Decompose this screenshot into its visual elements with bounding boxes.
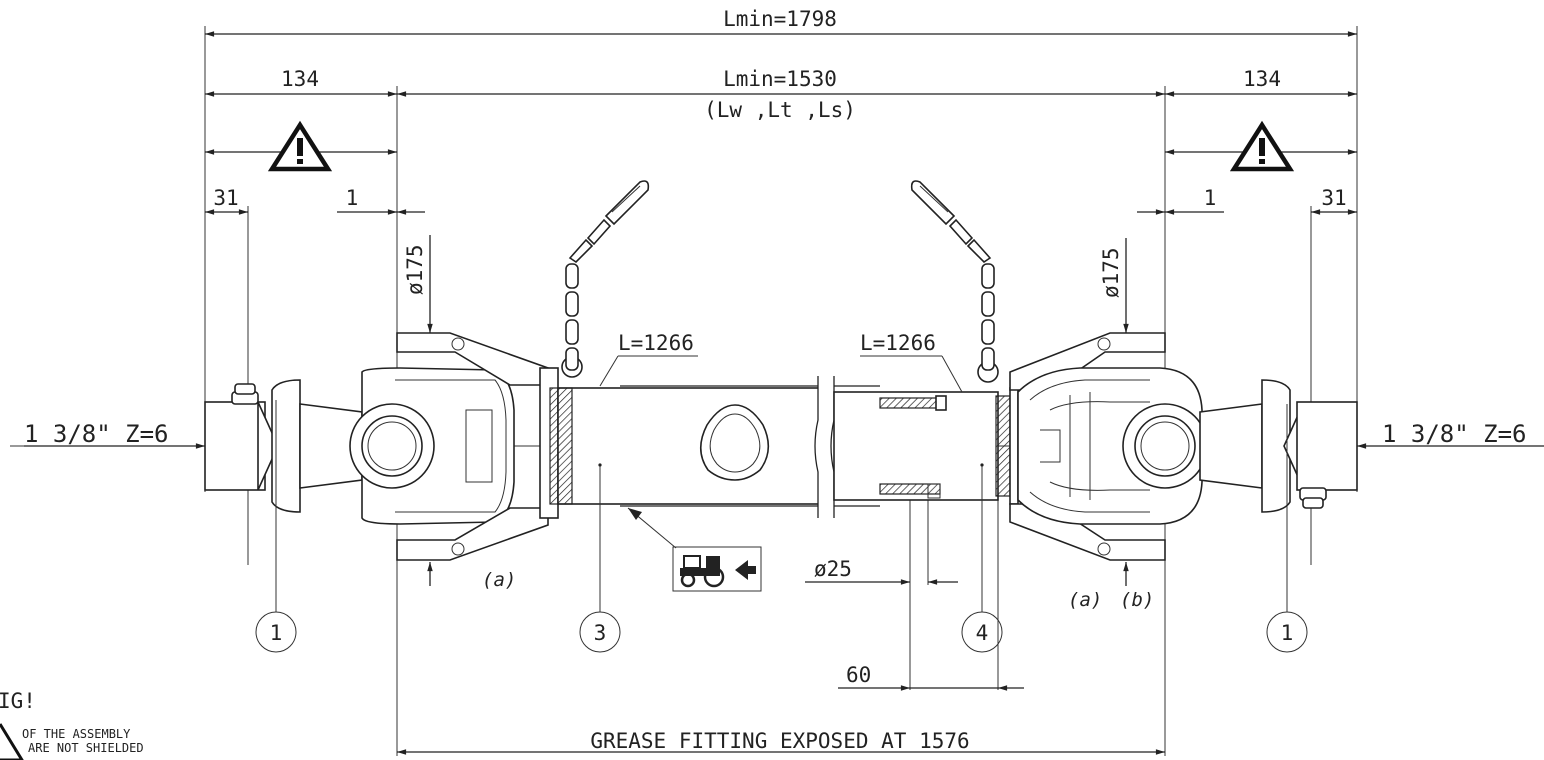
callout-left-yoke: 1 bbox=[255, 400, 297, 653]
callout-right-yoke-number: 1 bbox=[1281, 621, 1294, 645]
warning-triangle-icon bbox=[1229, 120, 1295, 172]
overlap-label: 60 bbox=[846, 663, 871, 687]
callout-inner-tube-number: 3 bbox=[594, 621, 607, 645]
left-end-length-label: 134 bbox=[281, 67, 319, 91]
right-note-b: (b) bbox=[1120, 589, 1154, 611]
overall-length-dimension: Lmin=1798 bbox=[205, 7, 1357, 37]
left-spline-text: 1 3/8" Z=6 bbox=[24, 420, 169, 448]
right-offset-label: 31 bbox=[1321, 186, 1346, 210]
tube-diameter-label: ø25 bbox=[814, 557, 852, 581]
left-safety-chain bbox=[561, 180, 650, 378]
inner-tube bbox=[549, 385, 880, 507]
right-spline-hub bbox=[1199, 379, 1358, 513]
right-small-dimensions: 31 1 bbox=[1137, 186, 1357, 215]
right-spline-label: 1 3/8" Z=6 bbox=[1357, 420, 1544, 449]
warning-title: IG! bbox=[0, 689, 36, 713]
tractor-direction-icon bbox=[627, 507, 762, 592]
right-spline-text: 1 3/8" Z=6 bbox=[1382, 420, 1527, 448]
right-gap-label: 1 bbox=[1204, 186, 1217, 210]
grease-fitting-label: GREASE FITTING EXPOSED AT 1576 bbox=[590, 729, 969, 753]
callout-inner-tube: 3 bbox=[579, 466, 621, 653]
left-tube-length: L=1266 bbox=[599, 331, 698, 387]
right-tube-length-label: L=1266 bbox=[860, 331, 936, 355]
left-spline-label: 1 3/8" Z=6 bbox=[24, 420, 205, 449]
left-tube-length-label: L=1266 bbox=[618, 331, 694, 355]
callout-right-yoke: 1 bbox=[1266, 404, 1308, 653]
overall-length-label: Lmin=1798 bbox=[723, 7, 837, 31]
callout-left-yoke-number: 1 bbox=[270, 621, 283, 645]
grease-fitting-dimension: GREASE FITTING EXPOSED AT 1576 bbox=[396, 729, 1165, 755]
overlap-dimension: 60 bbox=[838, 663, 1024, 691]
tube-diameter-dimension: ø25 bbox=[805, 557, 958, 585]
right-safety-chain bbox=[910, 180, 999, 383]
warning-line-2: ARE NOT SHIELDED bbox=[28, 741, 144, 755]
left-offset-label: 31 bbox=[213, 186, 238, 210]
warning-note: IG! OF THE ASSEMBLY ARE NOT SHIELDED bbox=[0, 689, 144, 760]
callout-outer-tube-number: 4 bbox=[976, 621, 989, 645]
left-gap-label: 1 bbox=[346, 186, 359, 210]
right-yoke bbox=[1017, 367, 1208, 525]
inner-length-label: Lmin=1530 bbox=[723, 67, 837, 91]
warning-triangle-icon bbox=[267, 120, 333, 172]
right-diameter-label: ø175 bbox=[1099, 247, 1123, 298]
right-diameter-dimension: ø175 bbox=[1099, 238, 1129, 586]
left-note-a: (a) bbox=[482, 569, 516, 591]
callout-outer-tube: 4 bbox=[961, 466, 1003, 653]
left-small-dimensions: 31 1 bbox=[205, 186, 425, 215]
outer-tube bbox=[833, 387, 1019, 505]
left-diameter-dimension: ø175 bbox=[403, 235, 433, 586]
length-types-label: (Lw ,Lt ,Ls) bbox=[704, 98, 856, 122]
right-end-length-label: 134 bbox=[1243, 67, 1281, 91]
right-note-a: (a) bbox=[1068, 589, 1102, 611]
right-tube-length: L=1266 bbox=[860, 331, 963, 393]
left-diameter-label: ø175 bbox=[403, 244, 427, 295]
inner-length-dimension: Lmin=1530 (Lw ,Lt ,Ls) bbox=[396, 67, 1165, 122]
left-spline-hub bbox=[204, 379, 363, 513]
warning-line-1: OF THE ASSEMBLY bbox=[22, 727, 131, 741]
left-yoke bbox=[349, 367, 515, 525]
